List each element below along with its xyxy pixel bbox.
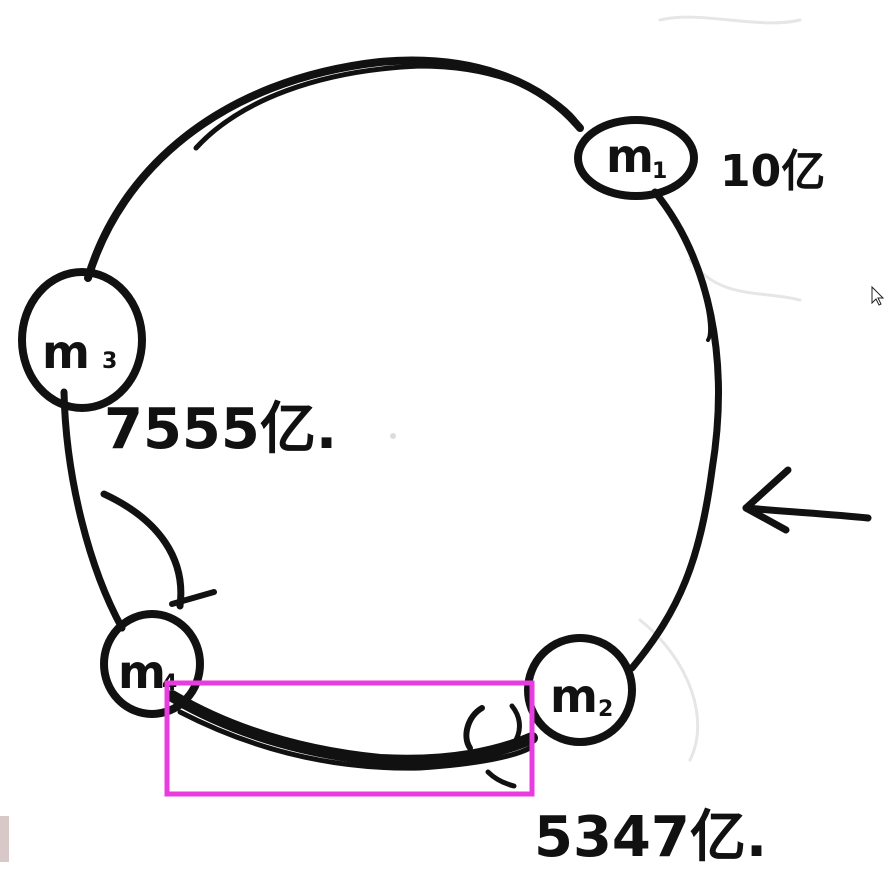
node-m3-note: 7555亿. [104,397,337,462]
mouse-cursor-icon [871,285,885,306]
node-m4-label: m [118,645,166,699]
node-m1: m 1 10亿 [574,116,825,200]
node-m1-outline [574,116,698,200]
left-arrow-icon [742,466,872,534]
node-m4-outline [100,610,204,718]
edge-artifact [0,816,9,862]
node-m2-outline [524,634,636,746]
node-m3-label: m [42,325,90,379]
ghost-dot [390,433,396,439]
node-m1-label: m [606,129,654,183]
node-m3: m 3 7555亿. [18,268,337,462]
node-m4: m 4 [100,610,204,718]
node-m1-subscript: 1 [652,159,667,184]
node-m3-outline [18,268,146,412]
node-m2-note: 5347亿. [534,805,767,870]
hash-ring [60,56,722,789]
node-m2-label: m [550,669,598,723]
node-m3-subscript: 3 [102,349,117,374]
node-m2: m 2 5347亿. [524,634,767,870]
node-m1-note: 10亿 [720,146,825,197]
node-m2-subscript: 2 [598,697,613,722]
highlight-box [164,680,535,797]
curved-arrow-to-m4 [100,490,217,610]
